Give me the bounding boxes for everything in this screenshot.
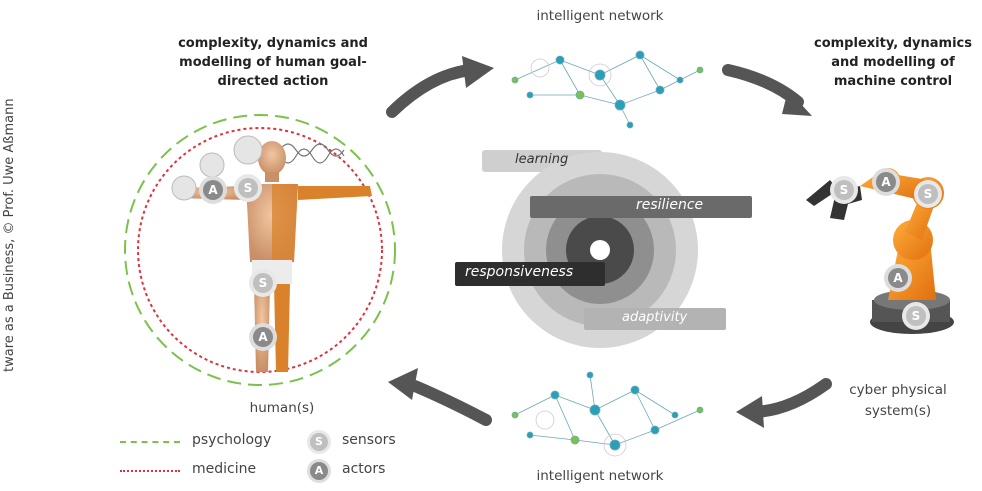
arrow-bottom-left: [388, 368, 492, 426]
spiral-label-learning: learning: [515, 152, 569, 167]
legend-actor-icon: A: [310, 462, 328, 480]
human-figure: [178, 141, 372, 372]
network-top-graph: [511, 50, 704, 129]
adaptivity-spiral: [455, 150, 752, 348]
arrow-top-left: [386, 56, 494, 118]
legend-psychology-label: psychology: [192, 432, 272, 448]
network-bottom-label: intelligent network: [536, 468, 664, 484]
arrow-bottom-right: [736, 378, 832, 428]
legend-sensors-label: sensors: [342, 432, 396, 448]
legend-psychology-swatch: [120, 441, 180, 443]
signal-waves: [279, 143, 345, 164]
legend-medicine-label: medicine: [192, 461, 257, 477]
legend-actors-label: actors: [342, 461, 386, 477]
robot-elbow-sensor-badge: S: [918, 184, 938, 204]
robot-wrist-actor-badge: A: [876, 172, 896, 192]
human-label: human(s): [249, 400, 315, 416]
arrow-top-right: [722, 64, 812, 116]
medicine-circle: [137, 127, 383, 373]
eye-sensor-icon: [233, 135, 263, 165]
robot-base-actor-badge: A: [888, 268, 908, 288]
ear-sensor-icon: [199, 152, 225, 178]
legend-sensor-icon: S: [310, 433, 328, 451]
legend-medicine-swatch: [120, 470, 180, 472]
robot-base-sensor-badge: S: [906, 306, 926, 326]
cps-label: cyber physical system(s): [849, 382, 947, 419]
psychology-circle: [124, 114, 396, 386]
spiral-label-responsiveness: responsiveness: [465, 264, 574, 280]
network-top-label: intelligent network: [536, 8, 664, 24]
spiral-label-resilience: resilience: [636, 197, 704, 213]
human-leg-actor-badge: A: [253, 327, 273, 347]
robot-gripper-sensor-badge: S: [834, 180, 854, 200]
human-action-heading: complexity, dynamics and modelling of hu…: [178, 36, 368, 89]
hand-sensor-icon: [171, 175, 197, 201]
human-leg-sensor-badge: S: [253, 273, 273, 293]
machine-control-heading: complexity, dynamics and modelling of ma…: [814, 36, 972, 89]
network-bottom-graph: [511, 371, 704, 457]
human-hand-actor-badge: A: [203, 180, 223, 200]
human-arm-sensor-badge: S: [238, 178, 258, 198]
spiral-label-adaptivity: adaptivity: [622, 310, 688, 325]
